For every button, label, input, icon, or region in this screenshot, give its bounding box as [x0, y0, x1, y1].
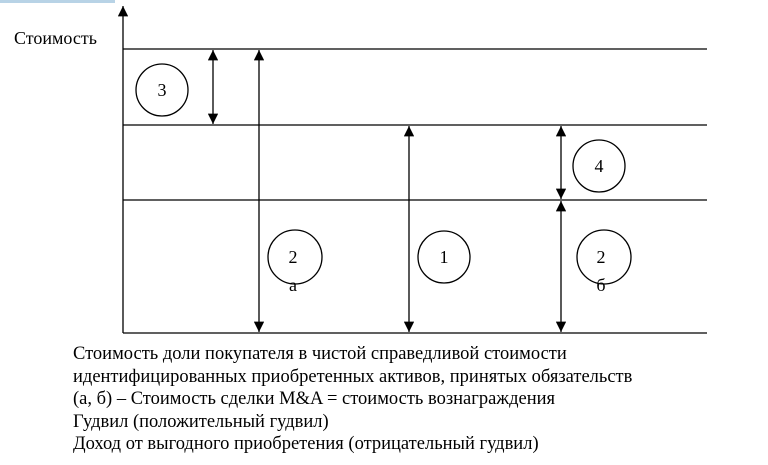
legend-line: Гудвил (положительный гудвил)	[73, 411, 329, 432]
marker-2a: 2 а	[267, 229, 323, 295]
legend-line: (а, б) – Стоимость сделки M&A = стоимост…	[73, 389, 556, 409]
svg-text:а: а	[289, 275, 297, 295]
marker-2b: 2 б	[576, 229, 632, 295]
legend-line: Доход от выгодного приобретения (отрицат…	[73, 434, 539, 454]
svg-text:2: 2	[597, 247, 606, 267]
y-axis-label: Стоимость	[14, 28, 97, 48]
legend-line: идентифицированных приобретенных активов…	[73, 366, 633, 387]
svg-text:3: 3	[158, 80, 167, 100]
marker-4: 4	[572, 139, 626, 193]
svg-text:4: 4	[595, 156, 604, 176]
top-left-fragment	[0, 0, 115, 3]
marker-1: 1	[417, 230, 471, 284]
svg-text:1: 1	[440, 247, 449, 267]
legend-line: Стоимость доли покупателя в чистой справ…	[73, 344, 567, 364]
svg-text:б: б	[596, 275, 605, 295]
svg-text:2: 2	[289, 247, 298, 267]
legend: Стоимость доли покупателя в чистой справ…	[73, 343, 632, 456]
marker-3: 3	[135, 63, 189, 117]
